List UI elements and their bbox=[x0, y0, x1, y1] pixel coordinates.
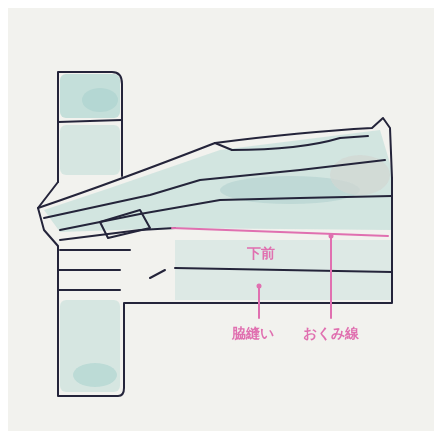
part-label: 脇縫い bbox=[232, 326, 274, 340]
leader-lines bbox=[172, 228, 388, 318]
watercolor bbox=[44, 74, 392, 392]
part-label: おくみ線 bbox=[303, 326, 359, 340]
outline bbox=[38, 72, 392, 396]
leader-dots bbox=[257, 234, 334, 289]
part-label: 下前 bbox=[247, 246, 275, 260]
paper bbox=[8, 8, 434, 431]
